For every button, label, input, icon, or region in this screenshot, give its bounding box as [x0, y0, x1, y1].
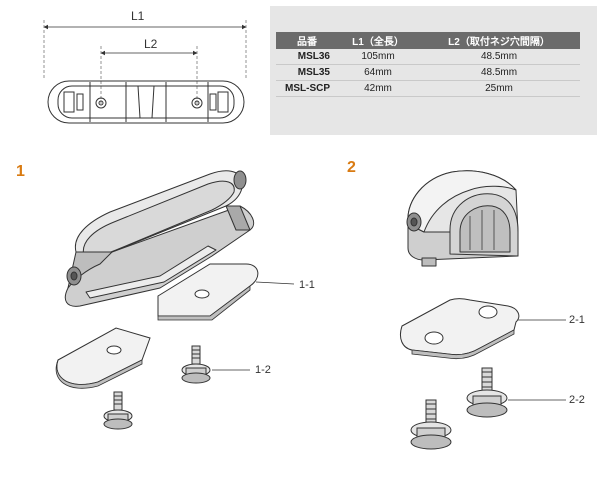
spec-table-header: 品番 L1（全長） L2（取付ネジ穴間隔）	[276, 32, 580, 49]
cell-model: MSL-SCP	[276, 80, 338, 97]
cell-l2: 25mm	[418, 80, 580, 97]
callout-1-2: 1-2	[255, 364, 271, 376]
plate-1-1	[157, 263, 259, 321]
table-row: MSL36 105mm 48.5mm	[276, 49, 580, 65]
callout-1-1: 1-1	[299, 279, 315, 291]
header-model: 品番	[276, 32, 338, 49]
spec-panel: 品番 L1（全長） L2（取付ネジ穴間隔） MSL36 105mm 48.5mm…	[270, 6, 597, 135]
l1-dimension-line	[43, 20, 247, 80]
leader-1-1	[255, 281, 295, 285]
cell-model: MSL35	[276, 64, 338, 81]
l1-label: L1	[131, 9, 145, 23]
section-2-drawing	[399, 170, 566, 450]
screw-lower-left	[410, 399, 452, 450]
spec-table: 品番 L1（全長） L2（取付ネジ穴間隔） MSL36 105mm 48.5mm…	[276, 32, 580, 97]
slider-cap	[406, 170, 519, 267]
callout-2-2: 2-2	[569, 394, 585, 406]
callout-2-1: 2-1	[569, 314, 585, 326]
screw-lower	[103, 391, 133, 430]
section-1-number: 1	[16, 163, 25, 180]
dimension-drawing	[43, 20, 247, 124]
cell-l2: 48.5mm	[418, 49, 580, 65]
l2-dimension-line	[100, 46, 198, 104]
cell-model: MSL36	[276, 49, 338, 65]
header-l2: L2（取付ネジ穴間隔）	[418, 32, 580, 49]
table-row: MSL35 64mm 48.5mm	[276, 64, 580, 81]
screw-2-2	[466, 367, 508, 418]
cell-l1: 64mm	[338, 64, 418, 81]
rail-top-view	[47, 80, 245, 124]
plate-lower-left	[55, 327, 151, 389]
section-2-number: 2	[347, 159, 356, 176]
table-row: MSL-SCP 42mm 25mm	[276, 80, 580, 97]
screw-1-2	[181, 345, 211, 384]
section-1-drawing	[55, 170, 295, 430]
cell-l2: 48.5mm	[418, 64, 580, 81]
slider-body	[64, 170, 255, 307]
cell-l1: 42mm	[338, 80, 418, 97]
l2-label: L2	[144, 37, 158, 51]
cell-l1: 105mm	[338, 49, 418, 65]
header-l1: L1（全長）	[338, 32, 418, 49]
plate-2-1	[399, 298, 520, 360]
